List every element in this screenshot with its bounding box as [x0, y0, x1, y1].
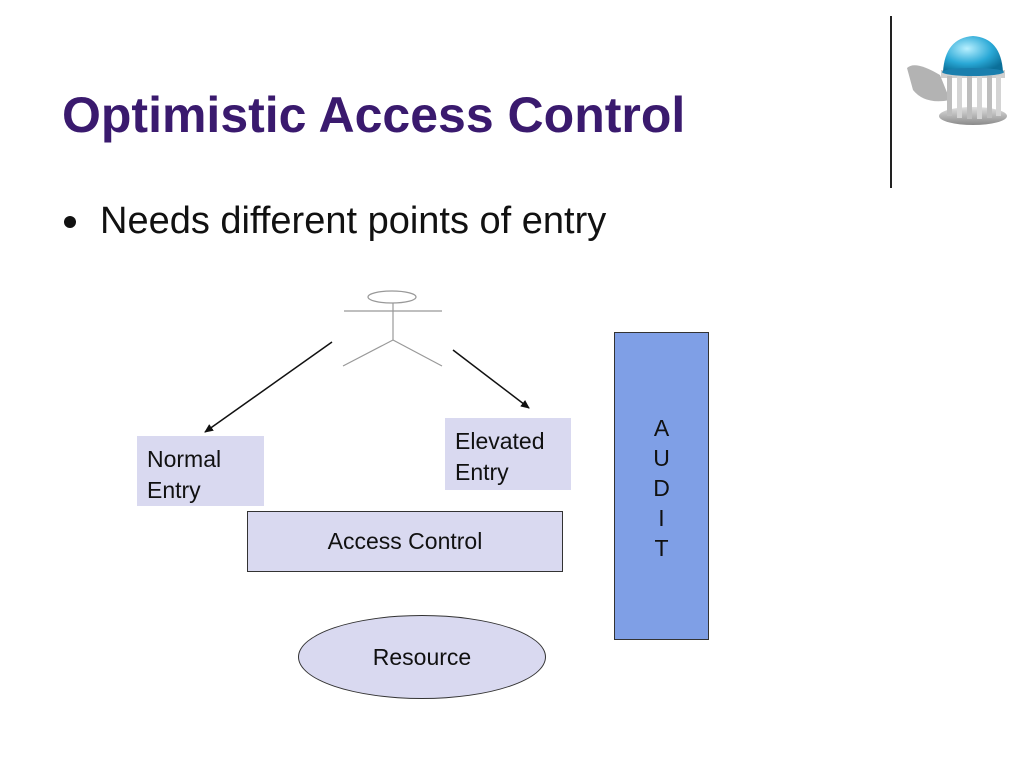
normal-entry-box: Normal Entry [137, 436, 264, 506]
header-divider [890, 16, 892, 188]
old-well-logo-icon [907, 36, 1007, 125]
elevated-entry-line-2: Entry [455, 459, 509, 485]
arrow-to-elevated-entry [452, 349, 530, 409]
arrow-to-normal-entry [204, 341, 333, 433]
normal-entry-line-1: Normal [147, 446, 222, 472]
stick-figure-icon [342, 290, 443, 367]
audit-letter: T [654, 535, 669, 561]
normal-entry-line-2: Entry [147, 477, 201, 503]
resource-ellipse: Resource [298, 615, 546, 699]
access-control-label: Access Control [327, 528, 483, 554]
audit-box: A U D I T [614, 332, 709, 640]
bullet-item: Needs different points of entry [64, 200, 606, 243]
elevated-entry-line-1: Elevated [455, 428, 545, 454]
bullet-text: Needs different points of entry [100, 200, 607, 242]
slide-title: Optimistic Access Control [62, 87, 686, 143]
audit-letter: A [653, 415, 670, 441]
audit-letter: U [653, 445, 670, 471]
audit-letter: D [653, 475, 670, 501]
elevated-entry-box: Elevated Entry [445, 418, 571, 490]
audit-letter: I [658, 505, 665, 531]
access-control-box: Access Control [247, 511, 563, 572]
bullet-dot-icon [64, 215, 76, 228]
resource-label: Resource [372, 643, 472, 670]
